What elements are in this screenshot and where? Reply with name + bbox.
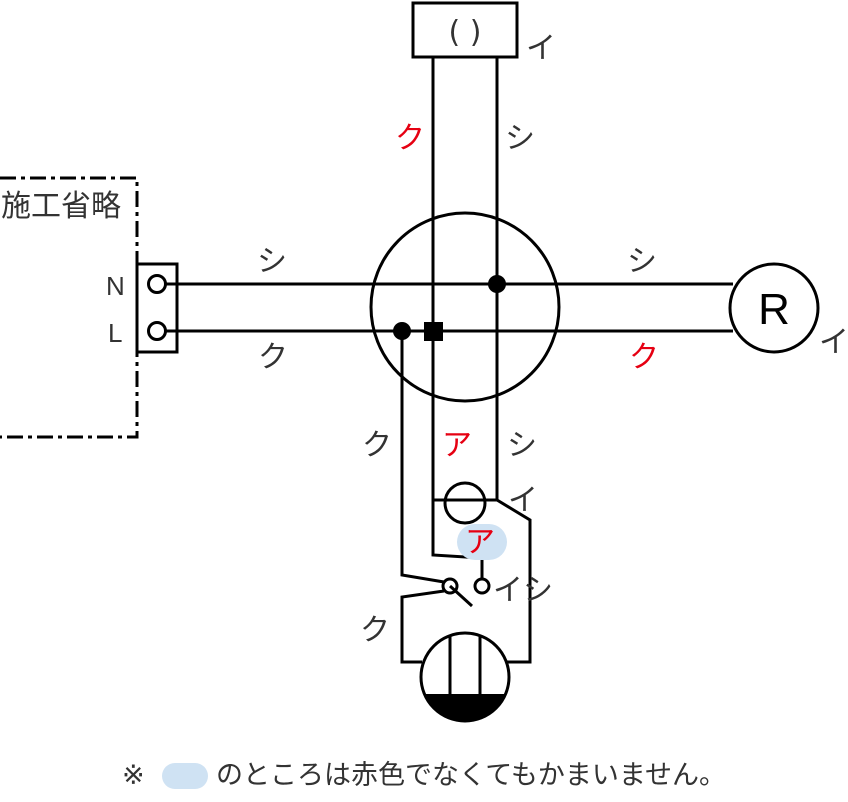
note-text: のところは赤色でなくてもかまいません。 — [216, 760, 726, 791]
pilot-lamp — [443, 481, 487, 525]
terminal-l — [147, 321, 167, 341]
wire-s-to-outlet — [431, 498, 532, 664]
label-switch-side: イシ — [493, 573, 553, 608]
junction-sleeve — [424, 322, 443, 341]
junction-dot-right — [488, 275, 506, 293]
omitted-area-label: 施工省略 — [1, 189, 121, 224]
junction-box — [369, 211, 561, 403]
label-pilot-below: ア — [465, 525, 495, 560]
lamp-r-label: R — [758, 285, 790, 334]
label-left-upper: シ — [257, 244, 287, 279]
note-highlight-pill — [162, 763, 208, 789]
label-top-box-side: イ — [526, 31, 556, 66]
label-top-left: ク — [395, 121, 425, 156]
label-down-mid: ア — [442, 428, 472, 463]
label-right-lower: ク — [629, 340, 659, 375]
wire-k-to-switch — [400, 331, 445, 584]
terminal-n — [147, 274, 167, 294]
terminal-n-label: N — [106, 271, 125, 301]
label-down-left: ク — [362, 428, 392, 463]
label-pilot-side: イ — [508, 483, 538, 518]
top-box-label: ( ) — [449, 15, 482, 50]
label-left-lower: ク — [258, 340, 288, 375]
label-lamp-r-side: イ — [819, 325, 848, 360]
terminal-l-label: L — [108, 318, 122, 348]
lamp-r — [728, 262, 820, 354]
switch-lever — [448, 584, 474, 608]
switch-terminal-right — [473, 577, 491, 595]
wire-a-to-switch — [431, 510, 484, 578]
outlet-filled-half — [424, 694, 506, 722]
label-right-upper: シ — [627, 244, 657, 279]
omitted-area-border — [0, 176, 139, 439]
note-prefix: ※ — [122, 760, 145, 791]
highlight-pill — [457, 524, 507, 560]
label-down-right: シ — [507, 428, 537, 463]
wire-switch-to-outlet — [400, 589, 445, 664]
label-top-right: シ — [505, 121, 535, 156]
label-outlet-left: ク — [360, 613, 390, 648]
top-box — [411, 1, 519, 59]
